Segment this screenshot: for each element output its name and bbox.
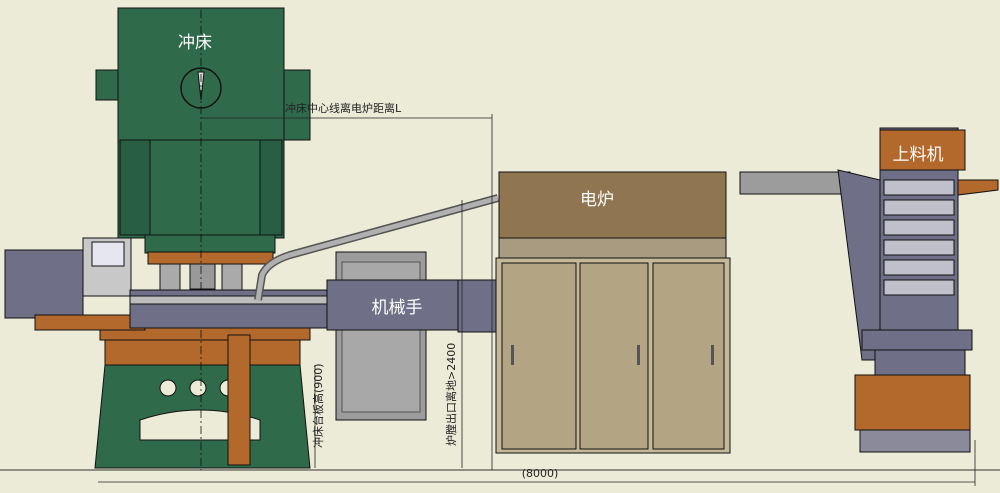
manipulator	[326, 279, 463, 331]
feeder-label: 上料机	[893, 145, 944, 165]
furnace-label: 电炉	[580, 190, 614, 210]
left-conveyor	[4, 249, 84, 319]
feeder-machine: 上料机	[739, 127, 999, 453]
press-furnace-distance-label: 冲床中心线离电炉距离L	[285, 101, 402, 115]
press-label: 冲床	[178, 33, 212, 53]
manipulator-label: 机械手	[372, 298, 423, 318]
electric-furnace: 电炉	[495, 171, 731, 454]
punch-press: 冲床	[94, 7, 311, 470]
dimension-lines	[98, 114, 976, 486]
control-screen	[91, 241, 125, 267]
press-table-height-label: 冲床台板高(900)	[311, 363, 325, 448]
furnace-outlet-height-label: 炉膛出口离地>2400	[444, 343, 458, 446]
total-length-label: (8000)	[522, 467, 559, 480]
